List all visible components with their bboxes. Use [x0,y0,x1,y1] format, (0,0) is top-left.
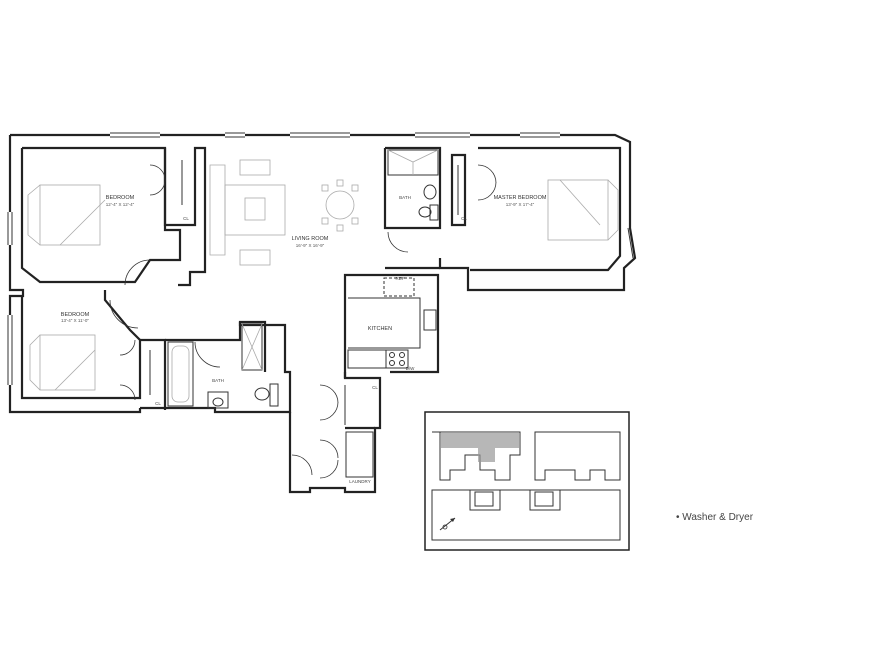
kitchen: KITCHEN REF D/W [347,276,437,371]
laundry-label: LAUNDRY [349,479,370,484]
washer-dryer-legend: • Washer & Dryer [676,512,754,523]
closet-label-3: CL [461,216,467,221]
laundry-area: CL LAUNDRY [291,384,378,484]
exterior-walls [7,132,637,494]
master-bedroom-label: MASTER BEDROOM [494,195,547,201]
master-bedroom: MASTER BEDROOM 13'-9" X 17'-4" CL [450,146,622,272]
bedroom-1-label: BEDROOM [106,195,135,201]
living-room-label: LIVING ROOM [292,236,329,242]
key-plan [424,411,630,551]
bath-top: BATH [383,146,442,253]
bedroom-2-dims: 13'-4" X 11'-0" [61,318,89,323]
fridge-label: REF [396,276,405,281]
bedroom-1-dims: 12'-4" X 12'-4" [106,202,135,207]
dishwasher-label: D/W [406,366,416,371]
closet-label-4: CL [372,385,378,390]
bath-left-label: BATH [212,378,224,383]
bedroom-2: BEDROOM 13'-4" X 11'-0" CL [20,290,167,410]
closet-label-1: CL [183,216,189,221]
kitchen-label: KITCHEN [368,326,392,332]
living-room: LIVING ROOM 16'-9" X 16'-9" [209,159,359,266]
bath-left: BATH [165,320,279,409]
bedroom-2-label: BEDROOM [61,312,90,318]
living-room-dims: 16'-9" X 16'-9" [296,243,325,248]
master-bedroom-dims: 13'-9" X 17'-4" [506,202,535,207]
bedroom-1: BEDROOM 12'-4" X 12'-4" CL [20,146,207,287]
closet-label-2: CL [155,401,161,406]
bath-top-label: BATH [399,195,411,200]
